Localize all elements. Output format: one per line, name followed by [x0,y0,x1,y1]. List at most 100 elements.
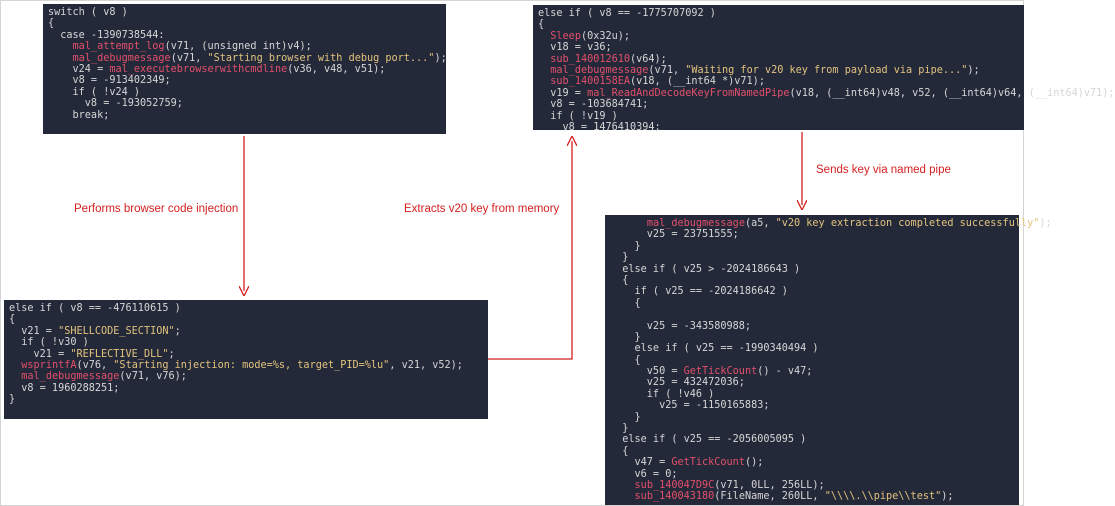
code-line: if ( v25 == -2024186642 ) [610,286,1014,297]
code-line: if ( !v46 ) [610,389,1014,400]
code-line: } [9,394,483,405]
code-line: v8 = -193052759; [48,98,441,109]
function-name: mal_debugmessage [21,371,120,383]
function-name: wsprintfA [21,359,77,371]
code-line: else if ( v25 == -1990340494 ) [610,343,1014,354]
code-line: { [538,19,1019,30]
code-text: if ( !v46 ) [610,388,715,400]
function-name: mal_executebrowserwithcmdline [109,63,288,75]
code-text: ); [434,52,447,64]
label-send-key: Sends key via named pipe [816,164,951,176]
code-line: v25 = -343580988; [610,321,1014,332]
string-literal: "SHELLCODE_SECTION" [58,325,175,337]
code-text: v8 = 1960288251; [9,382,120,394]
code-line: sub_1400158EA(v18, (__int64 *)v71); [538,76,1019,87]
code-text: (v18, (__int64)v48, v52, (__int64)v64, (… [789,87,1115,99]
code-line: else if ( v25 == -2056005095 ) [610,434,1014,445]
code-panel-injection: else if ( v8 == -476110615 ){ v21 = "SHE… [4,300,488,419]
string-literal: "\\\\.\\pipe\\test" [824,491,942,503]
code-text: (0x32u); [580,30,631,42]
string-literal: "Waiting for v20 key from payload via pi… [685,64,968,76]
code-text: break; [48,109,110,121]
code-line: } [610,332,1014,343]
code-text: (v71, 0LL, 256LL); [714,479,825,491]
code-line: v8 = 1960288251; [9,383,483,394]
code-line: v25 = 23751555; [610,229,1014,240]
code-line: v8 = -103684741; [538,99,1019,110]
code-line: { [9,314,483,325]
code-text: } [9,394,16,406]
code-text: v50 = [610,366,684,378]
code-text: } [610,331,641,343]
code-line: { [610,446,1014,457]
code-text: v18 = v36; [538,42,612,54]
code-text: switch ( v8 ) [48,7,128,18]
code-line: v25 = -1150165883; [610,400,1014,411]
code-text: () - v47; [757,366,813,378]
code-line: v47 = GetTickCount(); [610,457,1014,468]
code-text: else if ( v25 == -2056005095 ) [610,434,807,446]
code-text: { [610,354,641,366]
function-name: sub_140012610 [550,53,631,65]
code-text: { [48,18,55,30]
code-line: else if ( v8 == -476110615 ) [9,303,483,314]
function-name: Sleep [550,30,581,42]
code-text: ; [174,325,181,337]
code-line: else if ( v8 == -1775707092 ) [538,8,1019,19]
code-text: } [610,240,641,252]
function-name: mal_ReadAndDecodeKeyFromNamedPipe [587,87,790,99]
code-line: v8 = 1476410394; [538,122,1019,133]
code-line: switch ( v8 ) [48,7,441,18]
code-text: (v64); [630,53,667,65]
code-line: sub_140043180(FileName, 260LL, "\\\\.\\p… [610,491,1014,502]
function-name: GetTickCount [671,457,745,469]
function-name: sub_1400158EA [550,76,631,88]
code-line: sub_140012610(v64); [538,54,1019,65]
code-line: v18 = v36; [538,42,1019,53]
code-text: v8 = -103684741; [538,99,649,111]
code-text: } [610,411,641,423]
function-name: mal_debugmessage [550,64,649,76]
code-text: (v71, [170,52,208,64]
code-line: { [610,355,1014,366]
code-line: v50 = GetTickCount() - v47; [610,366,1014,377]
code-text: } [610,423,629,435]
code-line: else if ( v25 > -2024186643 ) [610,264,1014,275]
code-text: if ( v25 == -2024186642 ) [610,286,788,298]
code-line: Sleep(0x32u); [538,31,1019,42]
code-text: ); [1039,218,1052,229]
code-text: if ( !v30 ) [9,337,89,349]
code-line: } [610,241,1014,252]
code-line: wsprintfA(v76, "Starting injection: mode… [9,360,483,371]
code-text: v47 = [610,457,672,469]
function-name: mal_attempt_log [72,41,165,53]
code-line: v24 = mal_executebrowserwithcmdline(v36,… [48,64,441,75]
code-text: , v21, v52); [389,359,463,371]
code-panel-browser-launch: switch ( v8 ){ case -1390738544: mal_att… [43,4,447,134]
code-line: mal_debugmessage(v71, "Starting browser … [48,52,447,64]
code-text: else if ( v25 == -1990340494 ) [610,343,819,355]
code-line: mal_debugmessage(v71, v76); [9,371,483,382]
label-browser-injection: Performs browser code injection [74,203,239,215]
code-text: v8 = 1476410394; [538,121,661,133]
string-literal: "Starting browser with debug port..." [207,52,435,64]
code-text: { [538,19,545,31]
function-name: mal_debugmessage [72,52,171,64]
code-line: case -1390738544: [48,30,441,41]
code-text: if ( !v19 ) [538,110,618,122]
code-text: v25 = 432472036; [610,377,745,389]
code-text: } [610,252,629,264]
code-text: v25 = -1150165883; [610,400,770,412]
code-text: (FileName, 260LL, [714,491,825,503]
code-text: v24 = [48,63,110,75]
code-text: (v36, v48, v51); [287,63,386,75]
code-text: v21 = [9,348,71,360]
code-line: sub_140047D9C(v71, 0LL, 256LL); [610,480,1014,491]
code-text: v8 = -913402349; [48,75,171,87]
code-text: { [610,445,629,457]
code-text: else if ( v8 == -1775707092 ) [538,8,716,19]
code-line: v6 = 0; [610,469,1014,480]
code-line: break; [48,110,441,121]
code-line: if ( !v24 ) [48,87,441,98]
code-text: v21 = [9,325,59,337]
